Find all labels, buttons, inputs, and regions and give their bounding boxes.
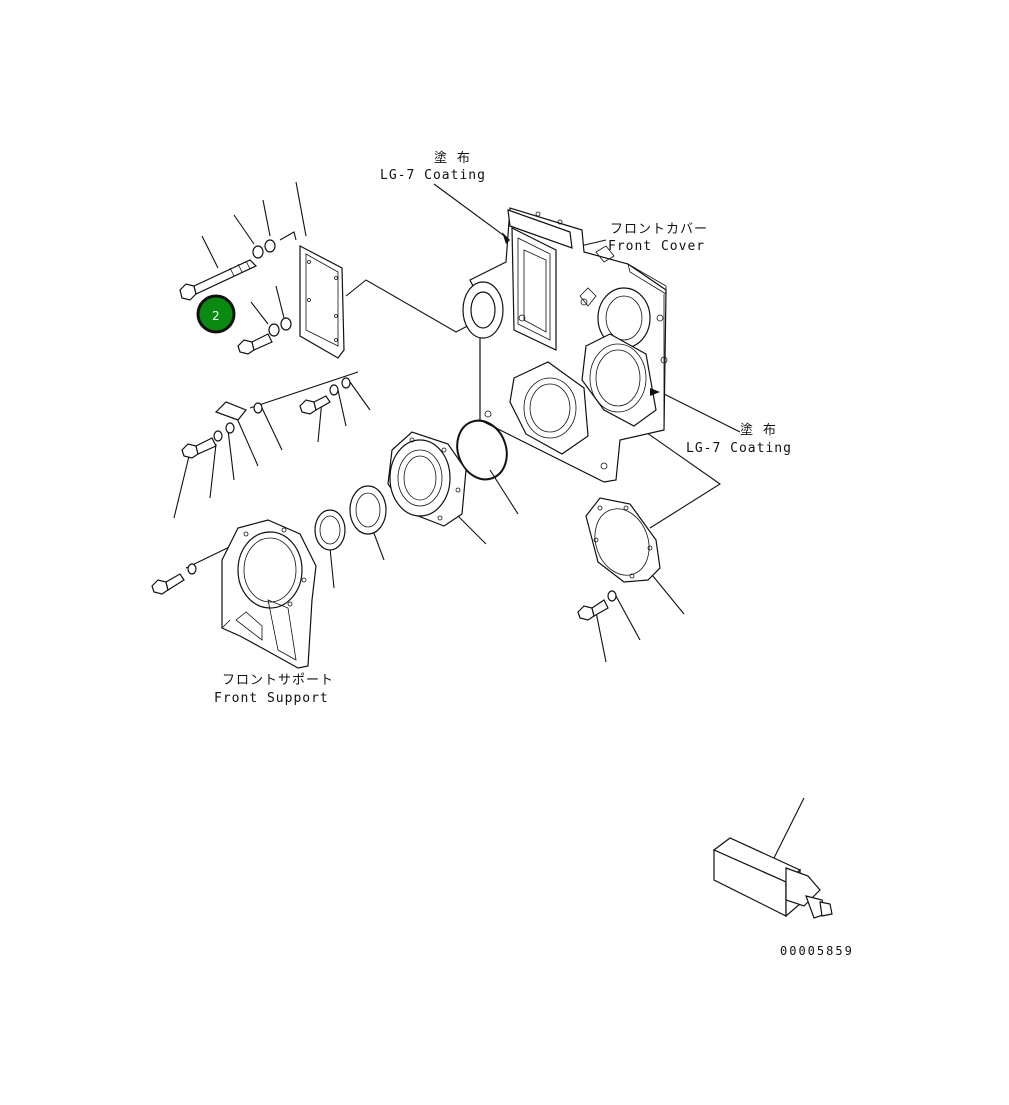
spacer-ring bbox=[314, 509, 346, 551]
washer bbox=[225, 422, 235, 434]
washer bbox=[252, 245, 264, 259]
special-tool bbox=[712, 837, 833, 919]
washer bbox=[341, 377, 351, 389]
drawing-number: 00005859 bbox=[780, 944, 854, 958]
bolt-lower-left bbox=[181, 437, 217, 459]
bracket-tab bbox=[214, 401, 247, 421]
front-cover-en: Front Cover bbox=[608, 239, 705, 254]
coating-top-en: LG-7 Coating bbox=[380, 168, 486, 183]
cover-plate bbox=[585, 497, 661, 583]
front-cover bbox=[462, 207, 668, 483]
washer bbox=[213, 430, 223, 442]
coating-right-jp: 塗 布 bbox=[740, 422, 777, 438]
washer bbox=[607, 590, 617, 602]
bolt-short bbox=[237, 333, 273, 355]
callout-badge-number: 2 bbox=[212, 309, 220, 323]
o-ring bbox=[456, 419, 508, 481]
front-support-jp: フロントサポート bbox=[222, 673, 334, 688]
callout-badge-circle bbox=[196, 294, 236, 334]
coating-arrow-right bbox=[650, 388, 660, 396]
oil-seal bbox=[349, 485, 387, 535]
callout-badge-2[interactable]: 2 bbox=[196, 294, 236, 334]
front-cover-jp: フロントカバー bbox=[610, 222, 708, 237]
coating-right-en: LG-7 Coating bbox=[686, 441, 792, 456]
gasket-plate bbox=[299, 245, 345, 359]
front-support-en: Front Support bbox=[214, 691, 329, 706]
washer bbox=[253, 402, 263, 414]
coating-top-jp: 塗 布 bbox=[434, 150, 471, 166]
coating-arrow-top bbox=[502, 232, 510, 244]
washer bbox=[268, 323, 280, 337]
bolt-long bbox=[179, 259, 258, 301]
washer bbox=[280, 317, 292, 331]
seal-housing bbox=[387, 431, 467, 527]
bolt-support bbox=[151, 573, 185, 595]
front-support bbox=[221, 519, 317, 669]
bolt-plate bbox=[577, 599, 609, 621]
bolt-mid bbox=[299, 395, 331, 415]
washer bbox=[187, 563, 197, 575]
leader-lines bbox=[173, 181, 805, 863]
washer bbox=[329, 384, 339, 396]
washer bbox=[264, 239, 276, 253]
